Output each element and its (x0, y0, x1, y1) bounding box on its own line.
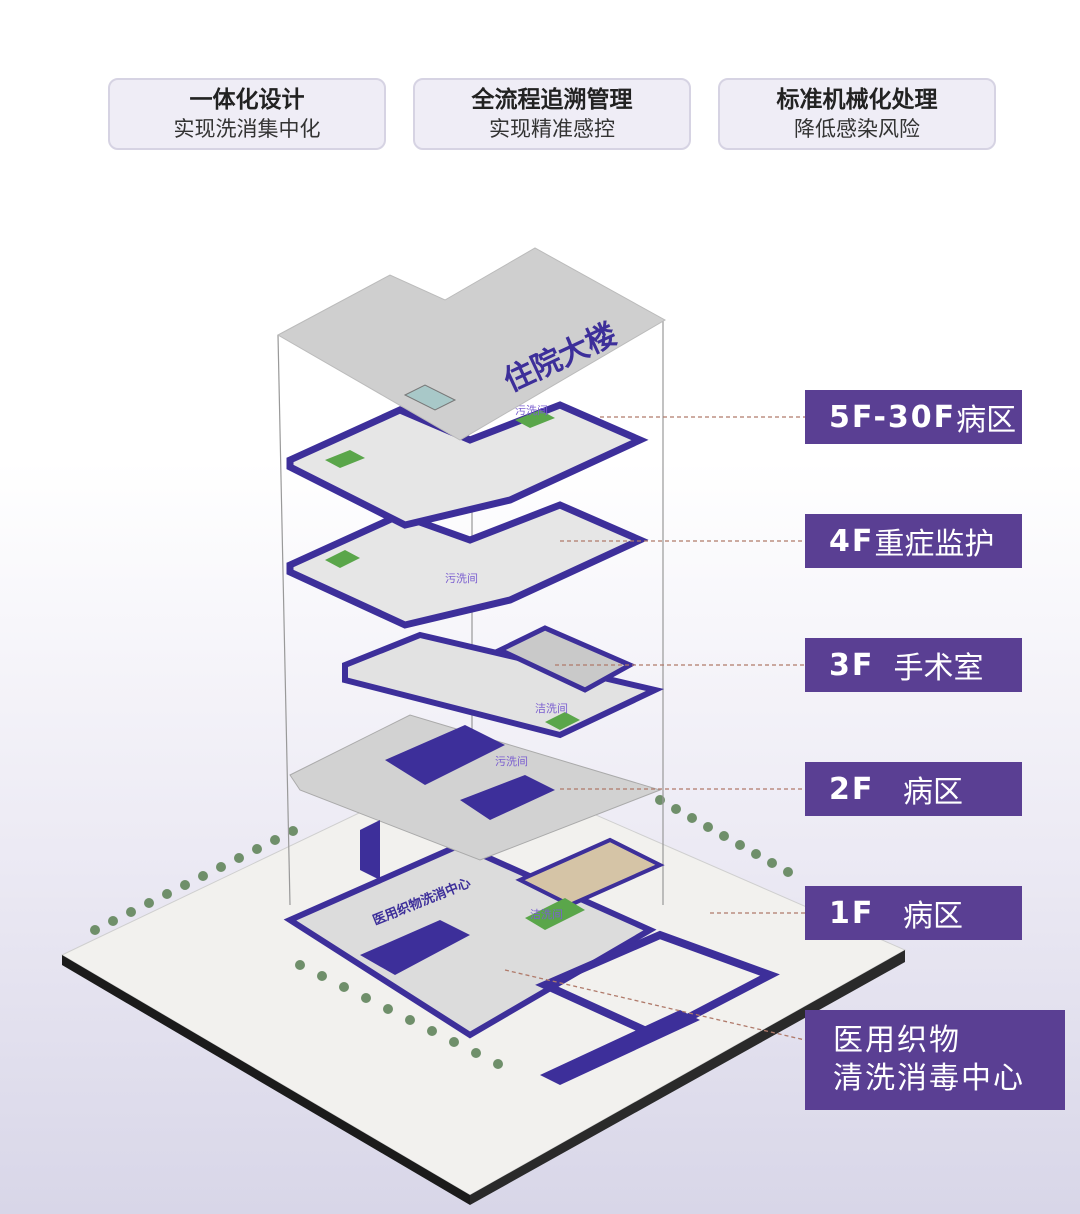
tree (735, 840, 745, 850)
tree (671, 804, 681, 814)
floor-name: 病区 (956, 403, 1017, 438)
floor-name: 手术室 (874, 651, 984, 686)
tree (270, 835, 280, 845)
floor-code: 3F (829, 647, 875, 683)
floor-code: 5F-30F (829, 399, 957, 435)
tree (427, 1026, 437, 1036)
roof: 住院大楼 (276, 247, 667, 441)
tree (295, 960, 305, 970)
feature-card-integrated-design: 一体化设计 实现洗消集中化 (108, 78, 386, 150)
tree (383, 1004, 393, 1014)
floor-code: 1F (829, 895, 875, 931)
tree (471, 1048, 481, 1058)
floor-label-2f: 2F 病区 (805, 762, 1022, 816)
tree (339, 982, 349, 992)
tree (90, 925, 100, 935)
feature-title: 一体化设计 (189, 87, 305, 113)
floor-label-3f: 3F 手术室 (805, 638, 1022, 692)
trees (90, 795, 793, 1069)
floor-code: 2F (829, 771, 875, 807)
room-tag-3f: 洁洗间 (535, 702, 568, 715)
tree (216, 862, 226, 872)
feature-subtitle: 实现精准感控 (489, 117, 615, 141)
tree (493, 1059, 503, 1069)
floor-label-1f: 1F 病区 (805, 886, 1022, 940)
floor-code: 4F (829, 523, 875, 559)
tree (687, 813, 697, 823)
tree (751, 849, 761, 859)
room-tag-1f: 洁洗间 (530, 908, 563, 921)
tree (252, 844, 262, 854)
tree (234, 853, 244, 863)
feature-card-traceability: 全流程追溯管理 实现精准感控 (413, 78, 691, 150)
leader-lines (504, 416, 806, 1041)
room-tag-4f: 污洗间 (445, 572, 478, 585)
tree (198, 871, 208, 881)
feature-subtitle: 实现洗消集中化 (173, 117, 321, 141)
floor-3f: 洁洗间 (342, 625, 665, 739)
tree (767, 858, 777, 868)
tree (449, 1037, 459, 1047)
tree (144, 898, 154, 908)
tree (405, 1015, 415, 1025)
ground-floor: 洁洗间 医用织物洗消中心 (283, 837, 780, 1085)
floor-5f-30f: 污洗间 (286, 401, 649, 529)
tree (719, 831, 729, 841)
tree (361, 993, 371, 1003)
center-label-line2: 清洗消毒中心 (833, 1061, 1025, 1096)
floor-4f: 污洗间 (286, 501, 649, 629)
floor-name: 病区 (874, 899, 963, 934)
center-label: 医用织物 清洗消毒中心 (805, 1010, 1065, 1110)
feature-title: 全流程追溯管理 (471, 87, 633, 113)
tree (703, 822, 713, 832)
center-label-line1: 医用织物 (833, 1023, 961, 1058)
tree (162, 889, 172, 899)
feature-title: 标准机械化处理 (776, 87, 938, 113)
tree (180, 880, 190, 890)
room-tag-5f: 污洗间 (515, 404, 548, 417)
tree (108, 916, 118, 926)
floor-name: 病区 (874, 775, 963, 810)
tree (288, 826, 298, 836)
room-tag-2f: 污洗间 (495, 755, 528, 768)
floor-2f: 污洗间 (289, 714, 662, 880)
tree (783, 867, 793, 877)
tree (317, 971, 327, 981)
floor-name: 重症监护 (874, 527, 995, 562)
feature-subtitle: 降低感染风险 (794, 117, 920, 141)
feature-card-mechanized: 标准机械化处理 降低感染风险 (718, 78, 996, 150)
tree (126, 907, 136, 917)
